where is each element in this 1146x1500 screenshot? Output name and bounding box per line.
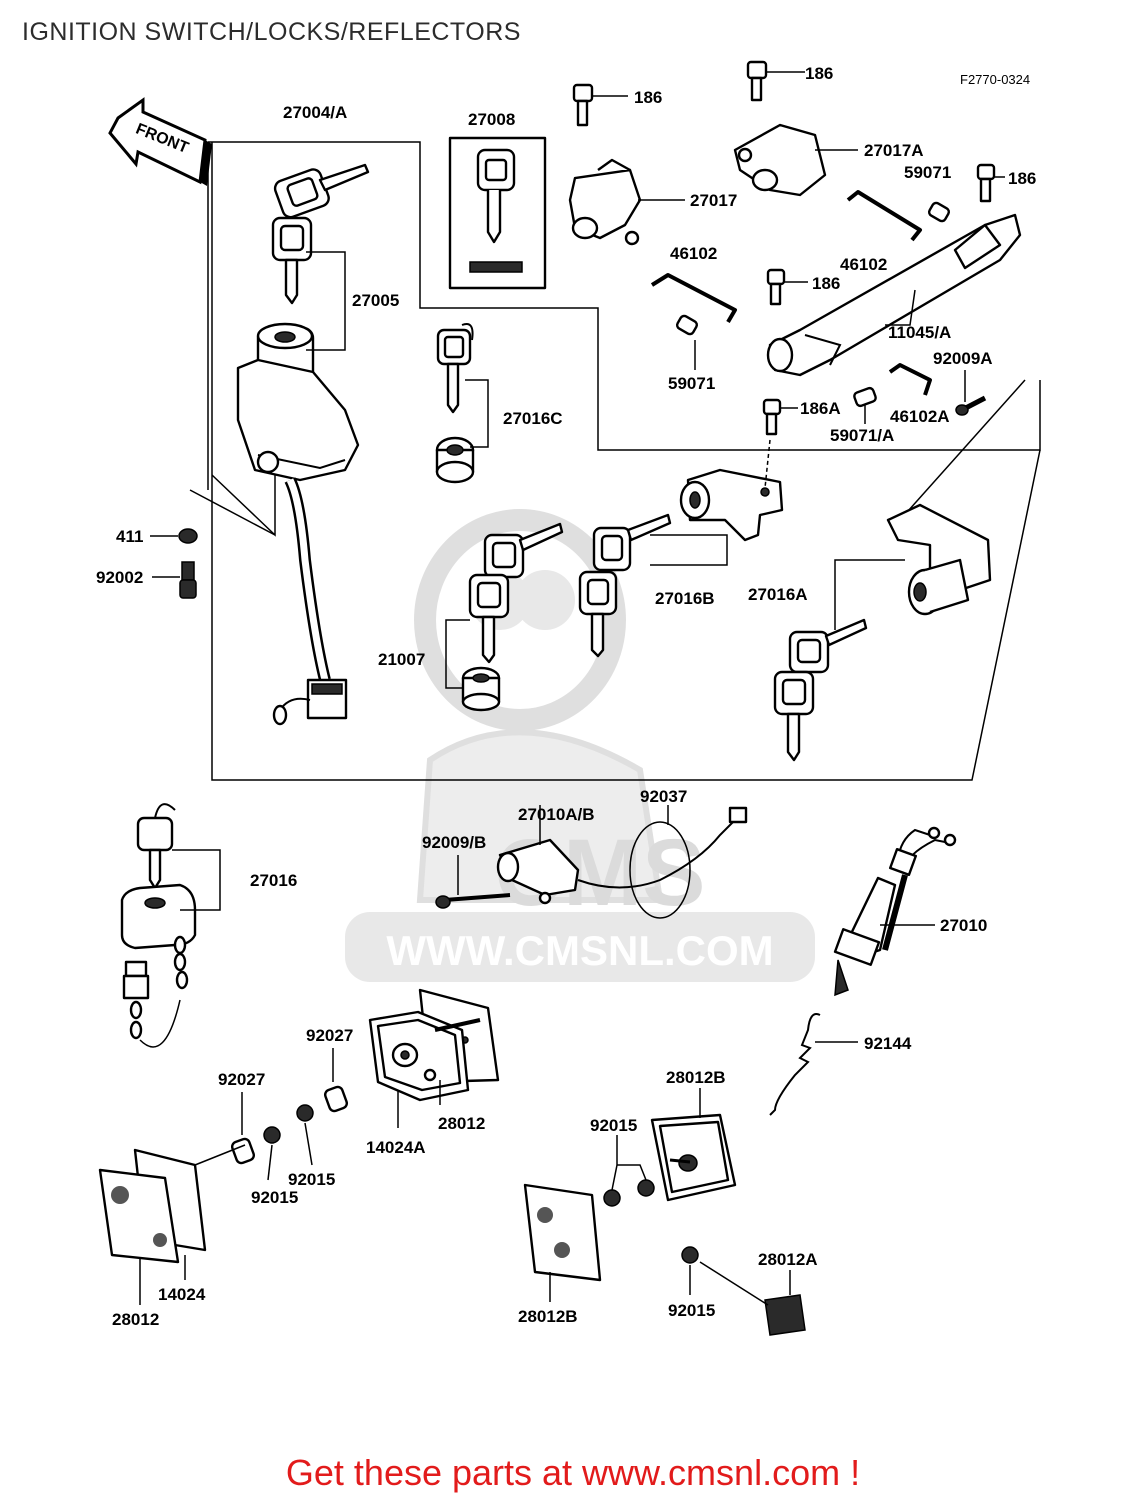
screw-92009A xyxy=(955,395,987,416)
label-27016B: 27016B xyxy=(655,589,715,608)
spacer-92027-b xyxy=(230,1137,256,1165)
reflector-28012B-lower xyxy=(523,1183,602,1282)
label-92015-c: 92015 xyxy=(590,1116,637,1135)
key-set-27004 xyxy=(271,163,370,305)
label-59071A: 59071/A xyxy=(830,426,894,445)
collar-59071A xyxy=(853,386,877,408)
label-92027-a: 92027 xyxy=(306,1026,353,1045)
label-186-d: 186 xyxy=(812,274,840,293)
watermark: CMS WWW.CMSNL.COM xyxy=(345,509,815,982)
label-59071-b: 59071 xyxy=(668,374,715,393)
bolt-186-b xyxy=(746,60,768,102)
label-92002: 92002 xyxy=(96,568,143,587)
page-title: IGNITION SWITCH/LOCKS/REFLECTORS xyxy=(22,18,521,46)
bolt-186A xyxy=(762,398,782,436)
label-27008: 27008 xyxy=(468,110,515,129)
label-14024: 14024 xyxy=(158,1285,206,1304)
label-59071-a: 59071 xyxy=(904,163,951,182)
label-46102A: 46102A xyxy=(890,407,950,426)
label-92015-a: 92015 xyxy=(288,1170,335,1189)
label-92009A: 92009A xyxy=(933,349,993,368)
key-tag-27008 xyxy=(448,136,547,290)
label-27016A: 27016A xyxy=(748,585,808,604)
nut-92015-d xyxy=(637,1179,655,1197)
label-186A: 186A xyxy=(800,399,841,418)
label-92015-b: 92015 xyxy=(251,1188,298,1207)
nut-92015-e xyxy=(681,1246,699,1264)
label-28012B-b: 28012B xyxy=(518,1307,578,1326)
ignition-switch xyxy=(236,322,360,726)
footer-link-text[interactable]: Get these parts at www.cmsnl.com ! xyxy=(285,1452,861,1493)
switch-27010 xyxy=(833,826,957,997)
lock-27016C xyxy=(435,323,475,484)
label-27016C: 27016C xyxy=(503,409,563,428)
label-28012-b: 28012 xyxy=(112,1310,159,1329)
figure-code: F2770-0324 xyxy=(960,72,1030,87)
label-92009B: 92009/B xyxy=(422,833,486,852)
label-27016: 27016 xyxy=(250,871,297,890)
clamp-27017A xyxy=(733,123,827,197)
collar-59071-a xyxy=(675,314,699,336)
clamp-27017 xyxy=(568,158,642,246)
reflector-28012A xyxy=(764,1294,806,1336)
label-11045A: 11045/A xyxy=(888,323,951,342)
label-92037: 92037 xyxy=(640,787,687,806)
label-186-c: 186 xyxy=(1008,169,1036,188)
label-28012B-a: 28012B xyxy=(666,1068,726,1087)
watermark-url-text: WWW.CMSNL.COM xyxy=(386,927,773,974)
lock-27016 xyxy=(120,803,197,1048)
collar-59071-b xyxy=(927,201,951,223)
bracket-14024A xyxy=(368,1010,481,1102)
label-27017A: 27017A xyxy=(864,141,924,160)
label-14024A: 14024A xyxy=(366,1138,426,1157)
label-28012A: 28012A xyxy=(758,1250,818,1269)
rod-46102A xyxy=(888,363,932,396)
label-46102-a: 46102 xyxy=(670,244,717,263)
lock-27016A xyxy=(773,503,992,762)
front-arrow-icon: FRONT xyxy=(108,97,212,186)
label-92144: 92144 xyxy=(864,1034,912,1053)
label-27010AB: 27010A/B xyxy=(518,805,595,824)
bolt-92002 xyxy=(179,561,197,599)
part-labels: 27004/A 27008 27005 27016C 411 92002 210… xyxy=(96,64,1036,1329)
bolt-186-d xyxy=(766,268,786,306)
bracket-11045A xyxy=(766,213,1022,377)
label-92027-b: 92027 xyxy=(218,1070,265,1089)
label-186-b: 186 xyxy=(805,64,833,83)
nut-92015-a xyxy=(296,1104,314,1122)
label-21007: 21007 xyxy=(378,650,425,669)
nut-92015-c xyxy=(603,1189,621,1207)
bracket-28012B-upper xyxy=(650,1113,737,1202)
switch-27010AB xyxy=(435,806,748,919)
label-28012-a: 28012 xyxy=(438,1114,485,1133)
label-27010: 27010 xyxy=(940,916,987,935)
label-46102-b: 46102 xyxy=(840,255,887,274)
label-92015-d: 92015 xyxy=(668,1301,715,1320)
reflector-28012-left xyxy=(98,1168,180,1264)
spacer-92027-a xyxy=(323,1085,349,1113)
parts-diagram: CMS WWW.CMSNL.COM F2770-0324 FRONT xyxy=(96,60,1041,1336)
spring-92144 xyxy=(769,1013,821,1116)
bolt-186-a xyxy=(572,83,594,127)
washer-411 xyxy=(178,528,198,544)
rod-46102-b xyxy=(846,190,922,242)
label-186-a: 186 xyxy=(634,88,662,107)
bolt-186-c xyxy=(976,163,996,203)
key-set-21007 xyxy=(461,522,564,712)
lock-27016B xyxy=(578,468,784,658)
label-27017: 27017 xyxy=(690,191,737,210)
label-27004A: 27004/A xyxy=(283,103,347,122)
nut-92015-b xyxy=(263,1126,281,1144)
rod-46102-a xyxy=(650,273,737,324)
label-411: 411 xyxy=(116,527,143,546)
label-27005: 27005 xyxy=(352,291,399,310)
